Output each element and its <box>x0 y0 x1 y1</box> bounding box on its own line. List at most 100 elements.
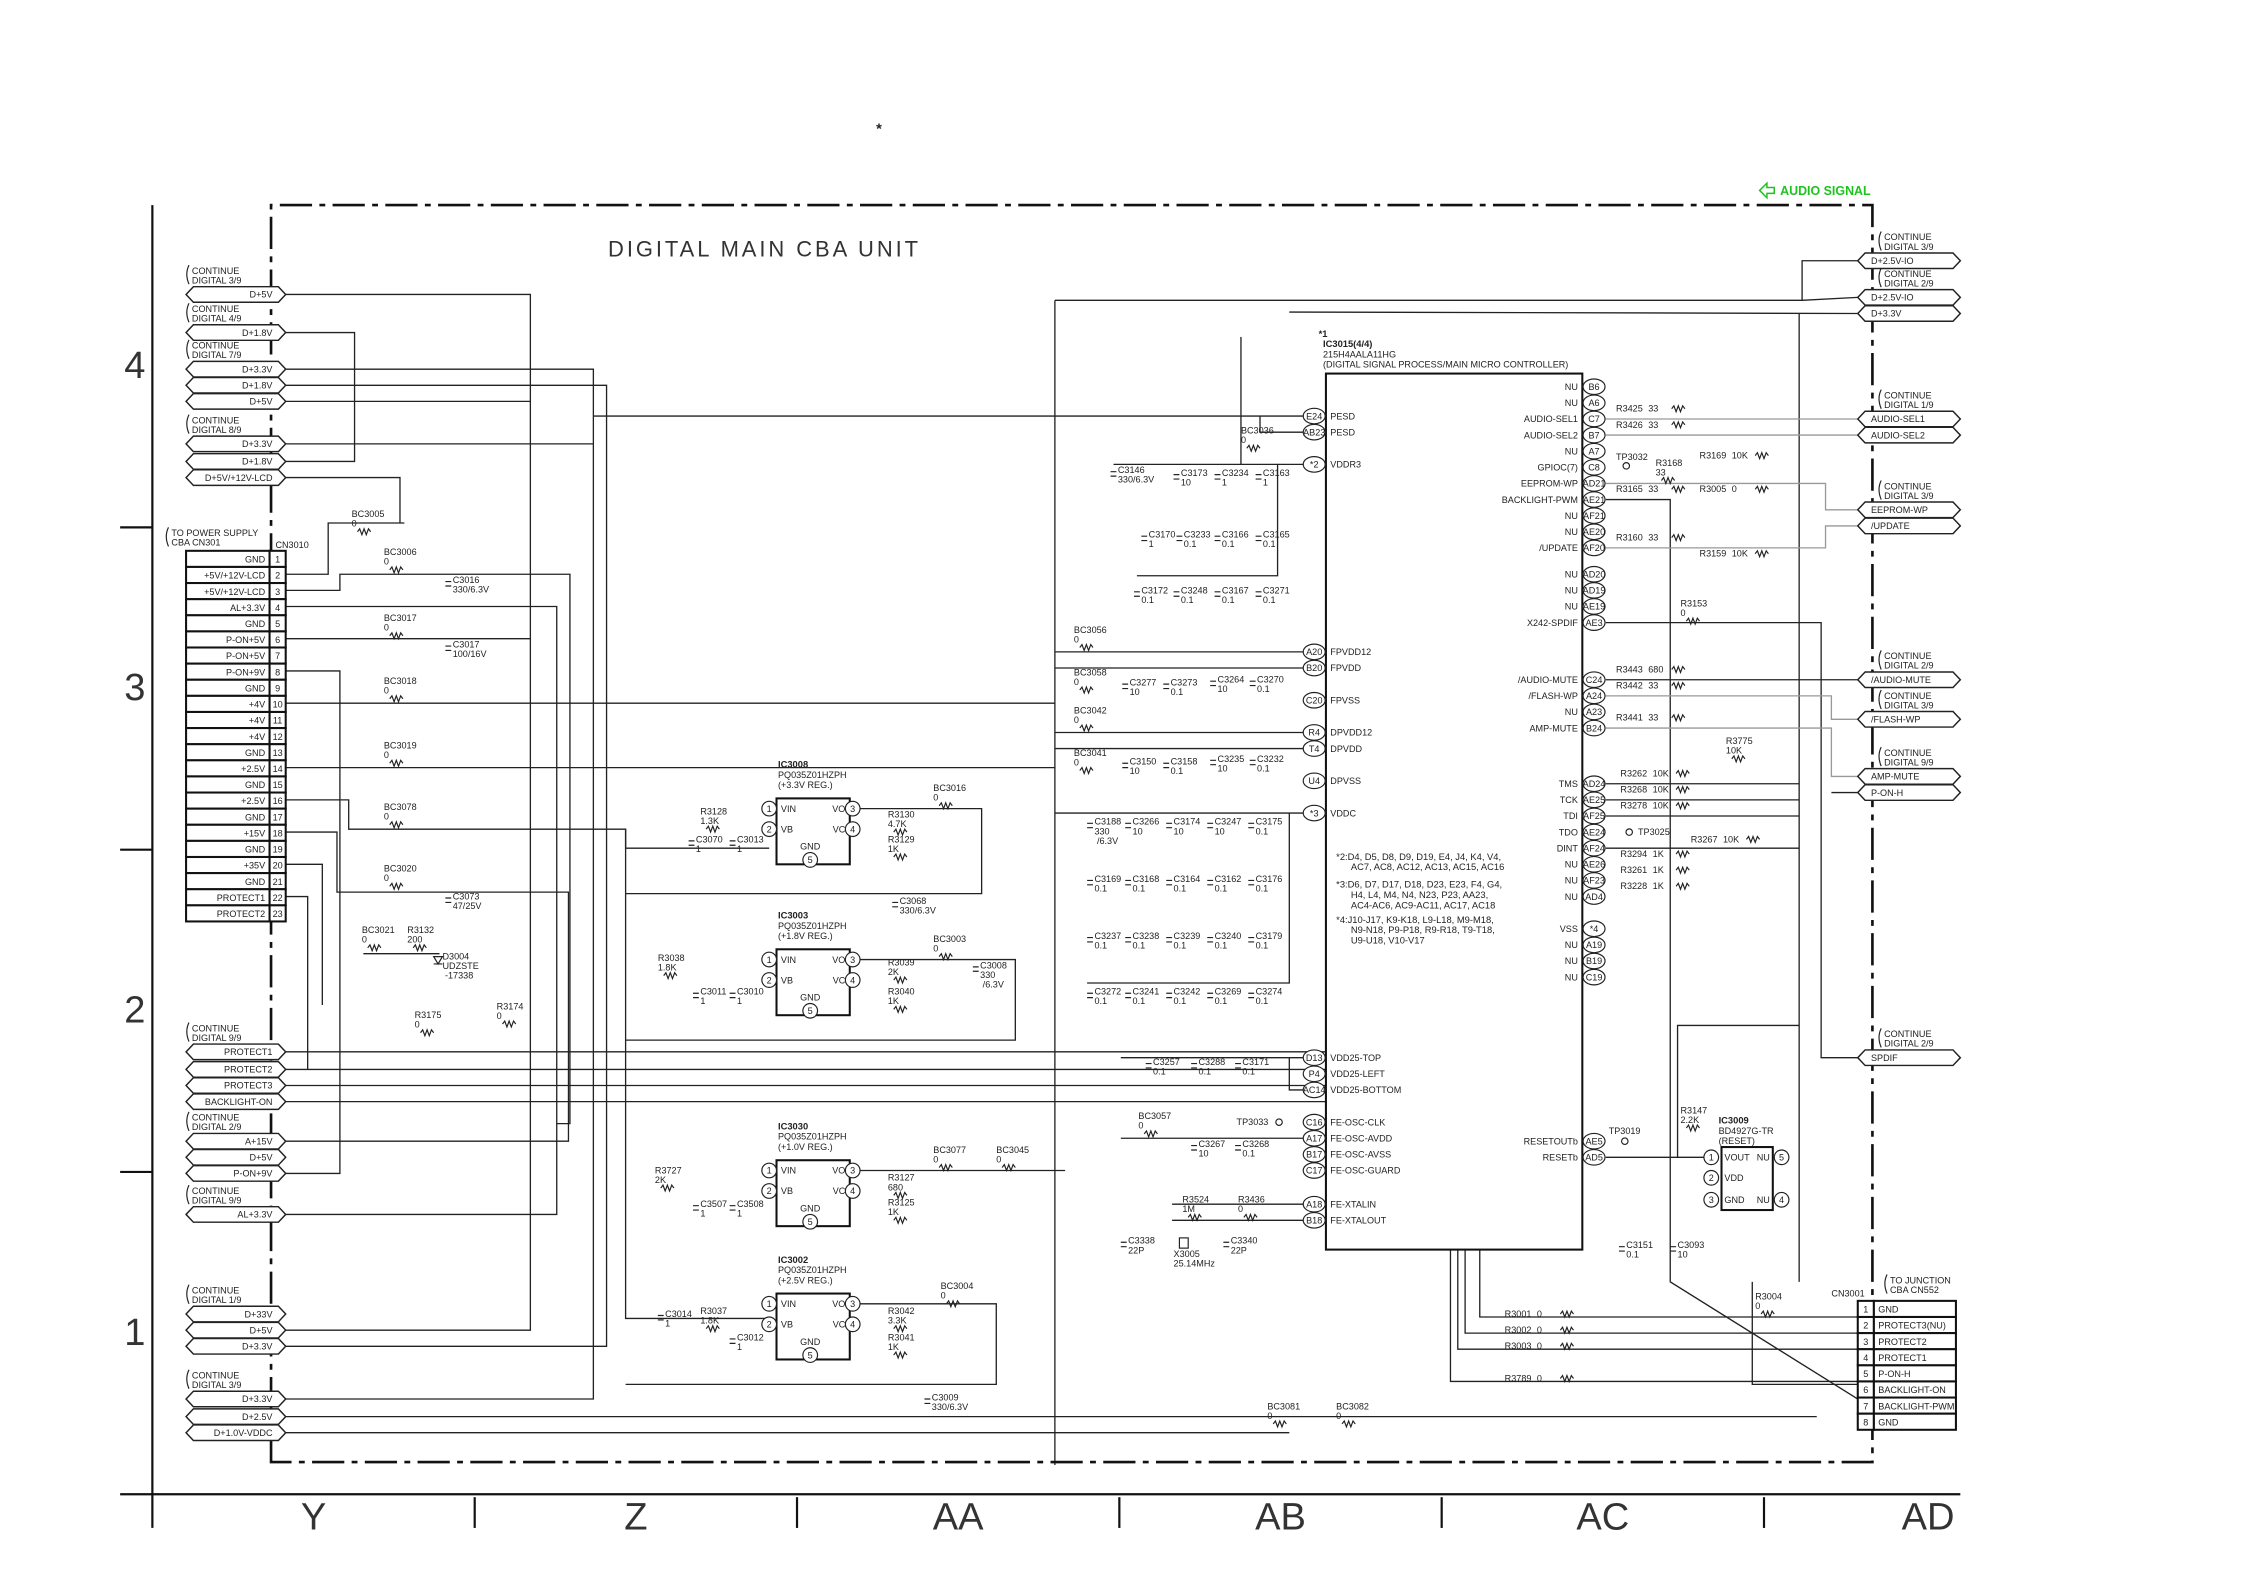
reset-ic-pin-name: VDD <box>1724 1173 1744 1183</box>
component-ref: BC3081 <box>1267 1401 1300 1411</box>
left-connector-note-line2: DIGITAL 9/9 <box>192 1033 241 1043</box>
ic-pin-name: X242-SPDIF <box>1527 618 1578 628</box>
ic-pin-name: FE-OSC-CLK <box>1330 1117 1385 1127</box>
component-ref: BC3006 <box>384 547 417 557</box>
regulator-pin-name: VC <box>833 1320 846 1330</box>
capacitor-icon <box>1125 936 1132 943</box>
reset-ic-pin-name: VOUT <box>1724 1153 1750 1163</box>
ic-pin-name: NU <box>1565 511 1578 521</box>
grid-column-label: AC <box>1576 1496 1629 1538</box>
wire <box>1054 260 1858 301</box>
component-value: 10K <box>1653 785 1669 795</box>
capacitor-icon <box>693 1205 699 1211</box>
ic-pin-circle <box>1302 1211 1326 1229</box>
component-ref: R3165 <box>1616 484 1643 494</box>
component-ref: R3132 <box>407 925 434 935</box>
component-ref: R3147 <box>1680 1105 1707 1115</box>
left-connector-note-line1: CONTINUE <box>192 341 239 351</box>
regulator-pin-number: 1 <box>767 1166 772 1176</box>
power-pin-number: 5 <box>275 619 280 629</box>
right-connector-signal: SPDIF <box>1871 1053 1898 1063</box>
ic-pin-name: VDD25-TOP <box>1330 1053 1381 1063</box>
junction-pin-name: PROTECT1 <box>1878 1353 1926 1363</box>
wire <box>1605 525 1858 549</box>
component-value: 0.1 <box>1242 1067 1255 1077</box>
component-ref: C3164 <box>1174 874 1201 884</box>
right-connector-note-paren <box>1878 267 1882 288</box>
regulator-pin-circle <box>802 1347 819 1363</box>
right-connector-note-paren <box>1878 1028 1882 1048</box>
power-pin-number: 3 <box>275 587 280 597</box>
right-connector-signal: D+2.5V-IO <box>1871 256 1914 266</box>
ic-pin-name: DINT <box>1557 843 1579 853</box>
ic-pin-name: /AUDIO-MUTE <box>1518 675 1578 685</box>
resistor-icon <box>1559 1309 1575 1319</box>
junction-pin-name: PROTECT2 <box>1878 1337 1926 1347</box>
power-pin-number: 16 <box>273 796 283 806</box>
ic-pin-circle <box>1302 740 1326 757</box>
left-connector-flag <box>185 435 287 453</box>
component-ref: R3001 <box>1505 1309 1532 1319</box>
component-value: 0.1 <box>1256 826 1269 836</box>
power-pin-number: 20 <box>273 861 283 871</box>
ic-pin-number: AD19 <box>1583 586 1606 596</box>
left-connector-signal: AL+3.3V <box>237 1210 273 1220</box>
component-value: 1 <box>1149 539 1154 549</box>
component-ref: C3266 <box>1133 817 1160 827</box>
right-connector-note-paren <box>1878 480 1882 500</box>
component-value: 0 <box>1537 1325 1542 1335</box>
component-ref: BC3004 <box>941 1281 974 1291</box>
ic-pin-name: AUDIO-SEL2 <box>1524 430 1578 440</box>
component-ref: C3151 <box>1626 1240 1653 1250</box>
left-connector-signal: A+15V <box>245 1136 273 1146</box>
ic-pin-name: NU <box>1565 972 1578 982</box>
regulator-part: PQ035Z01HZPH <box>778 770 847 780</box>
component-ref: C3011 <box>700 987 726 997</box>
left-connector-note-line2: DIGITAL 2/9 <box>192 1122 241 1132</box>
component-value: 3.3K <box>888 1316 907 1326</box>
power-pin-name: GND <box>245 812 266 822</box>
component-ref: BC3020 <box>384 864 417 874</box>
component-ref: X3005 <box>1174 1249 1200 1259</box>
left-connector-flag <box>185 324 287 342</box>
reset-ic-pin-number: 4 <box>1779 1195 1784 1205</box>
capacitor-icon <box>1166 879 1173 886</box>
test-point-icon <box>1622 462 1631 470</box>
component-value: 0.1 <box>1222 595 1235 605</box>
right-connector-note-line2: DIGITAL 3/9 <box>1884 700 1933 710</box>
capacitor-icon <box>1166 936 1173 943</box>
ic-pin-name: FE-XTALOUT <box>1330 1216 1386 1226</box>
power-pin-number: 2 <box>275 571 280 581</box>
power-pin-name: +4V <box>249 732 266 742</box>
wire <box>625 958 1016 1041</box>
component-value: 2K <box>888 967 899 977</box>
reset-ic-body <box>1720 1146 1774 1212</box>
left-connector-note-line1: CONTINUE <box>192 266 239 276</box>
junction-pin-name: GND <box>1878 1417 1899 1427</box>
capacitor-icon <box>1248 879 1255 886</box>
right-connector-signal: P-ON-H <box>1871 788 1903 798</box>
left-connector-note-paren <box>186 264 190 285</box>
regulator-pin-number: 2 <box>767 824 772 834</box>
ic-pin-circle <box>1582 539 1606 557</box>
ic-pin-name: NU <box>1565 586 1578 596</box>
right-connector-note-line2: DIGITAL 1/9 <box>1884 400 1933 410</box>
right-connector-note-line1: CONTINUE <box>1884 269 1931 279</box>
component-ref: R3524 <box>1182 1195 1209 1205</box>
ic-pin-number: B20 <box>1306 663 1322 673</box>
component-value: 0 <box>933 793 938 803</box>
